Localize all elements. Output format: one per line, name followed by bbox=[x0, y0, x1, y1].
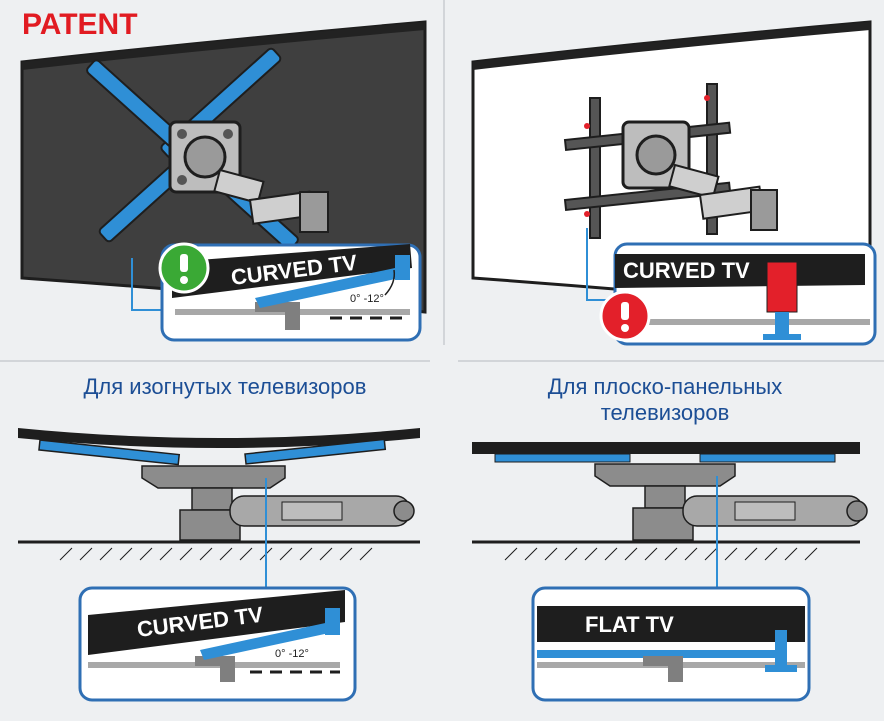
callout-curved-tv-warning: CURVED TV bbox=[613, 242, 877, 346]
ok-status-badge bbox=[158, 242, 210, 294]
callout-label: FLAT TV bbox=[585, 612, 674, 637]
angle-label: 0° -12° bbox=[350, 293, 384, 305]
vertical-divider-top bbox=[443, 0, 445, 345]
callout-label: CURVED TV bbox=[623, 258, 750, 283]
horizontal-divider-left bbox=[0, 360, 430, 362]
standard-bracket-illustration: CURVED TV bbox=[471, 20, 877, 346]
callout-curved-tv-ok: CURVED TV 0° -12° bbox=[160, 243, 422, 342]
adapter-plate-left bbox=[494, 453, 631, 463]
flat-tv-panel bbox=[472, 442, 860, 454]
angle-label: 0° -12° bbox=[275, 648, 309, 660]
curved-tv-panel bbox=[18, 428, 420, 448]
curved-tv-adapter-illustration: CURVED TV 0° -12° bbox=[20, 20, 427, 342]
caption-flat-tvs: Для плоско-панельных телевизоров bbox=[460, 374, 870, 426]
callout-flat-tv: FLAT TV bbox=[531, 586, 811, 702]
wall-arm bbox=[213, 168, 265, 205]
curved-tv-top-view: CURVED TV 0° -12° bbox=[18, 428, 420, 702]
adapter-plate-right bbox=[699, 453, 836, 463]
caption-line-2: телевизоров bbox=[600, 400, 730, 425]
adapter-plate-left bbox=[38, 439, 181, 466]
warning-status-badge bbox=[599, 290, 651, 342]
adapter-plate-right bbox=[244, 438, 387, 465]
caption-line-1: Для плоско-панельных bbox=[547, 374, 783, 399]
patent-label: PATENT bbox=[22, 8, 138, 41]
horizontal-divider-right bbox=[458, 360, 884, 362]
caption-curved-tvs: Для изогнутых телевизоров bbox=[83, 374, 367, 399]
callout-curved-tv-bottom: CURVED TV 0° -12° bbox=[78, 586, 357, 702]
flat-tv-top-view: FLAT TV bbox=[472, 442, 868, 702]
bracket-plate bbox=[141, 465, 286, 489]
bracket-plate bbox=[594, 463, 736, 487]
